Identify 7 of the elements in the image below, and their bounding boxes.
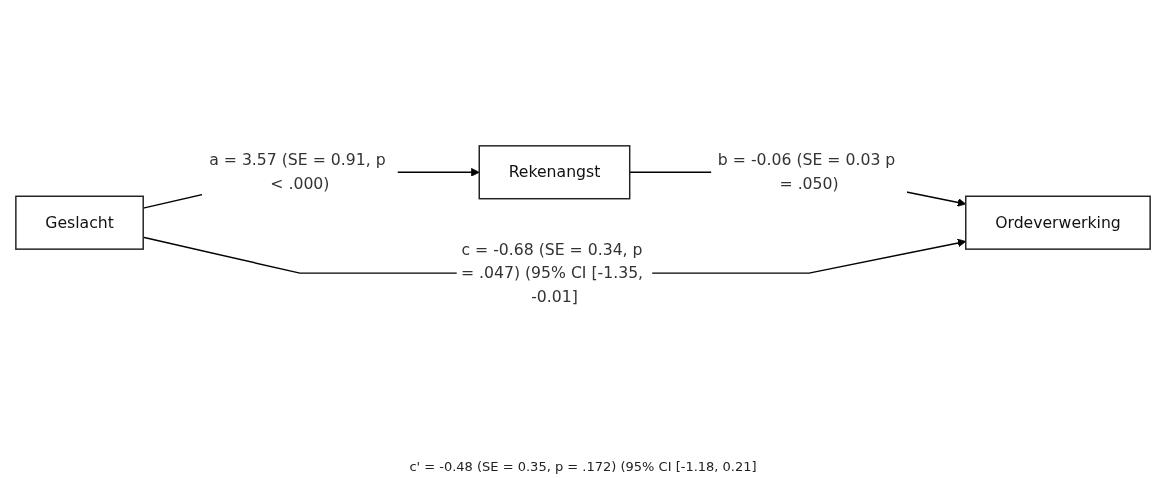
edge-label: c = -0.68 (SE = 0.34, p = .047) (95% CI [-1.35, -0.01]	[460, 240, 644, 306]
edge-label: b = -0.06 (SE = 0.03 p = .050)	[717, 151, 896, 194]
node-box: Geslacht	[15, 195, 144, 251]
edge-label: a = 3.57 (SE = 0.91, p < .000)	[209, 151, 386, 194]
effect-note: c' = -0.48 (SE = 0.35, p = .172) (95% CI [-1.18, 0.21]	[409, 459, 757, 474]
node-box: Rekenangst	[478, 145, 631, 200]
node-box: Ordeverwerking	[965, 195, 1151, 251]
